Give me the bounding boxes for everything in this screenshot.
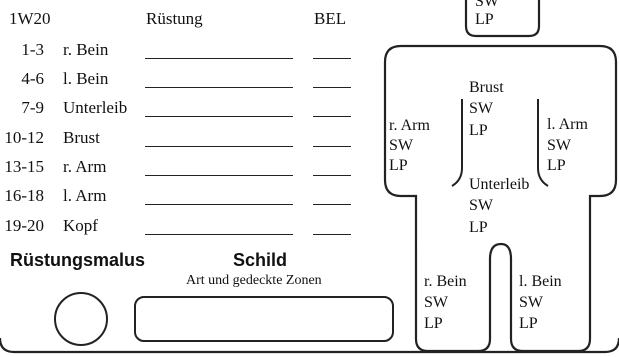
right-arm-inner-line (451, 99, 463, 187)
armor-header: Rüstung (146, 9, 203, 28)
load-entry-line[interactable] (313, 87, 351, 88)
right-leg-lp-label: LP (424, 315, 443, 332)
head-lp-label: LP (475, 11, 494, 28)
roll-range: 4-6 (21, 69, 44, 88)
roll-range: 16-18 (4, 186, 44, 205)
right-arm-lp-label: LP (389, 157, 408, 174)
armor-entry-line[interactable] (145, 116, 293, 117)
body-outline (383, 44, 618, 353)
load-entry-line[interactable] (313, 116, 351, 117)
armor-entry-line[interactable] (145, 204, 293, 205)
zone-label: Brust (63, 128, 100, 147)
armor-entry-line[interactable] (145, 87, 293, 88)
head-box-outline (464, 0, 541, 38)
page-frame-curve (0, 337, 619, 354)
left-arm-lp-label: LP (547, 157, 566, 174)
zone-label: Kopf (63, 216, 98, 235)
shield-field (134, 296, 394, 342)
roll-range: 19-20 (4, 216, 44, 235)
armor-entry-line[interactable] (145, 58, 293, 59)
left-leg-lp-label: LP (519, 315, 538, 332)
load-entry-line[interactable] (313, 234, 351, 235)
load-header: BEL (314, 9, 347, 28)
load-entry-line[interactable] (313, 146, 351, 147)
chest-lp-label: LP (469, 122, 488, 139)
left-arm-inner-line (537, 99, 549, 187)
shield-subtitle: Art und gedeckte Zonen (186, 273, 322, 288)
load-entry-line[interactable] (313, 175, 351, 176)
chest-sw-label: SW (469, 100, 493, 117)
zone-label: l. Bein (63, 69, 109, 88)
left-arm-name: l. Arm (547, 116, 588, 133)
zone-label: r. Bein (63, 40, 109, 59)
zone-label: Unterleib (63, 98, 128, 117)
armor-malus-label: Rüstungsmalus (10, 250, 146, 270)
left-arm-sw-label: SW (547, 137, 571, 154)
left-leg-sw-label: SW (519, 294, 543, 311)
malus-circle (54, 292, 108, 346)
zone-label: l. Arm (63, 186, 107, 205)
left-leg-name: l. Bein (519, 273, 562, 290)
armor-entry-line[interactable] (145, 146, 293, 147)
right-arm-sw-label: SW (389, 137, 413, 154)
head-sw-label: SW (475, 0, 499, 10)
armor-entry-line[interactable] (145, 234, 293, 235)
shield-input-field[interactable] (135, 297, 393, 341)
chest-name: Brust (469, 79, 504, 96)
right-leg-name: r. Bein (424, 273, 467, 290)
roll-range: 13-15 (4, 157, 44, 176)
roll-range: 10-12 (4, 128, 44, 147)
roll-range: 1-3 (21, 40, 44, 59)
load-entry-line[interactable] (313, 58, 351, 59)
right-arm-name: r. Arm (389, 117, 430, 134)
roll-range: 7-9 (21, 98, 44, 117)
roll-header: 1W20 (9, 9, 51, 28)
abdomen-name: Unterleib (469, 176, 530, 193)
abdomen-lp-label: LP (469, 219, 488, 236)
shield-label: Schild (233, 250, 288, 270)
load-entry-line[interactable] (313, 204, 351, 205)
abdomen-sw-label: SW (469, 197, 493, 214)
zone-label: r. Arm (63, 157, 107, 176)
armor-malus-field[interactable] (55, 293, 107, 345)
armor-entry-line[interactable] (145, 175, 293, 176)
right-leg-sw-label: SW (424, 294, 448, 311)
